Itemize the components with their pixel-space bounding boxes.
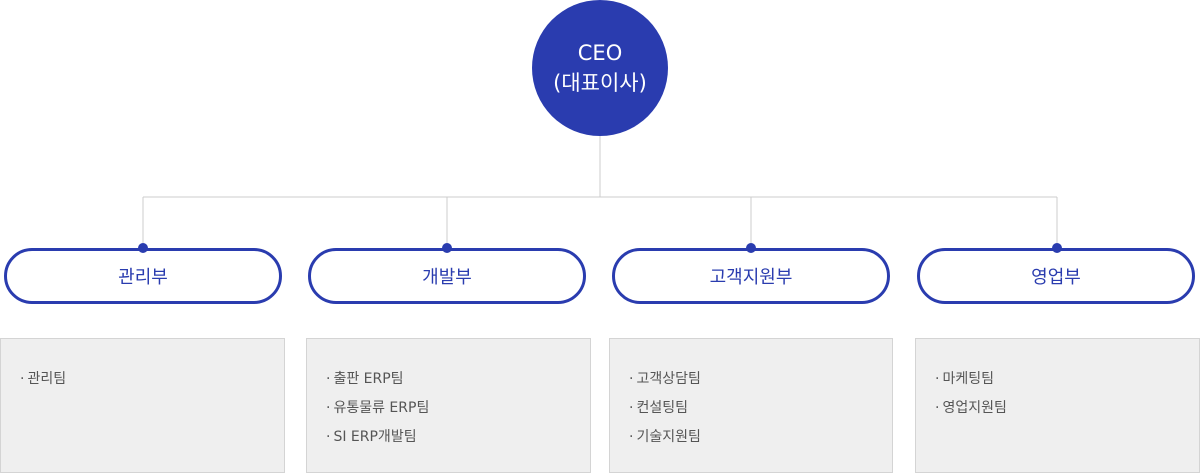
team-item: 출판 ERP팀	[326, 365, 590, 394]
dept-dev-label: 개발부	[422, 267, 472, 288]
ceo-title: CEO	[577, 41, 623, 65]
connector-dot-support	[746, 243, 756, 253]
connector-dot-sales	[1052, 243, 1062, 253]
team-item: 컨설팅팀	[629, 394, 892, 423]
dept-sales-label: 영업부	[1031, 267, 1081, 288]
teams-box-dev: 출판 ERP팀 유통물류 ERP팀 SI ERP개발팀	[306, 338, 591, 473]
dept-admin-label: 관리부	[118, 267, 168, 288]
dept-admin: 관리부	[4, 248, 282, 304]
ceo-subtitle: (대표이사)	[553, 71, 647, 95]
team-item: SI ERP개발팀	[326, 423, 590, 452]
ceo-node: CEO (대표이사)	[532, 0, 668, 136]
teams-box-sales: 마케팅팀 영업지원팀	[915, 338, 1200, 473]
team-item: 고객상담팀	[629, 365, 892, 394]
team-item: 영업지원팀	[935, 394, 1199, 423]
team-item: 유통물류 ERP팀	[326, 394, 590, 423]
teams-box-admin: 관리팀	[0, 338, 285, 473]
dept-support: 고객지원부	[612, 248, 890, 304]
teams-box-support: 고객상담팀 컨설팅팀 기술지원팀	[609, 338, 893, 473]
connector-dot-dev	[442, 243, 452, 253]
dept-dev: 개발부	[308, 248, 586, 304]
dept-sales: 영업부	[917, 248, 1195, 304]
dept-support-label: 고객지원부	[709, 267, 793, 288]
team-item: 기술지원팀	[629, 423, 892, 452]
connector-dot-admin	[138, 243, 148, 253]
team-item: 마케팅팀	[935, 365, 1199, 394]
team-item: 관리팀	[20, 365, 284, 394]
